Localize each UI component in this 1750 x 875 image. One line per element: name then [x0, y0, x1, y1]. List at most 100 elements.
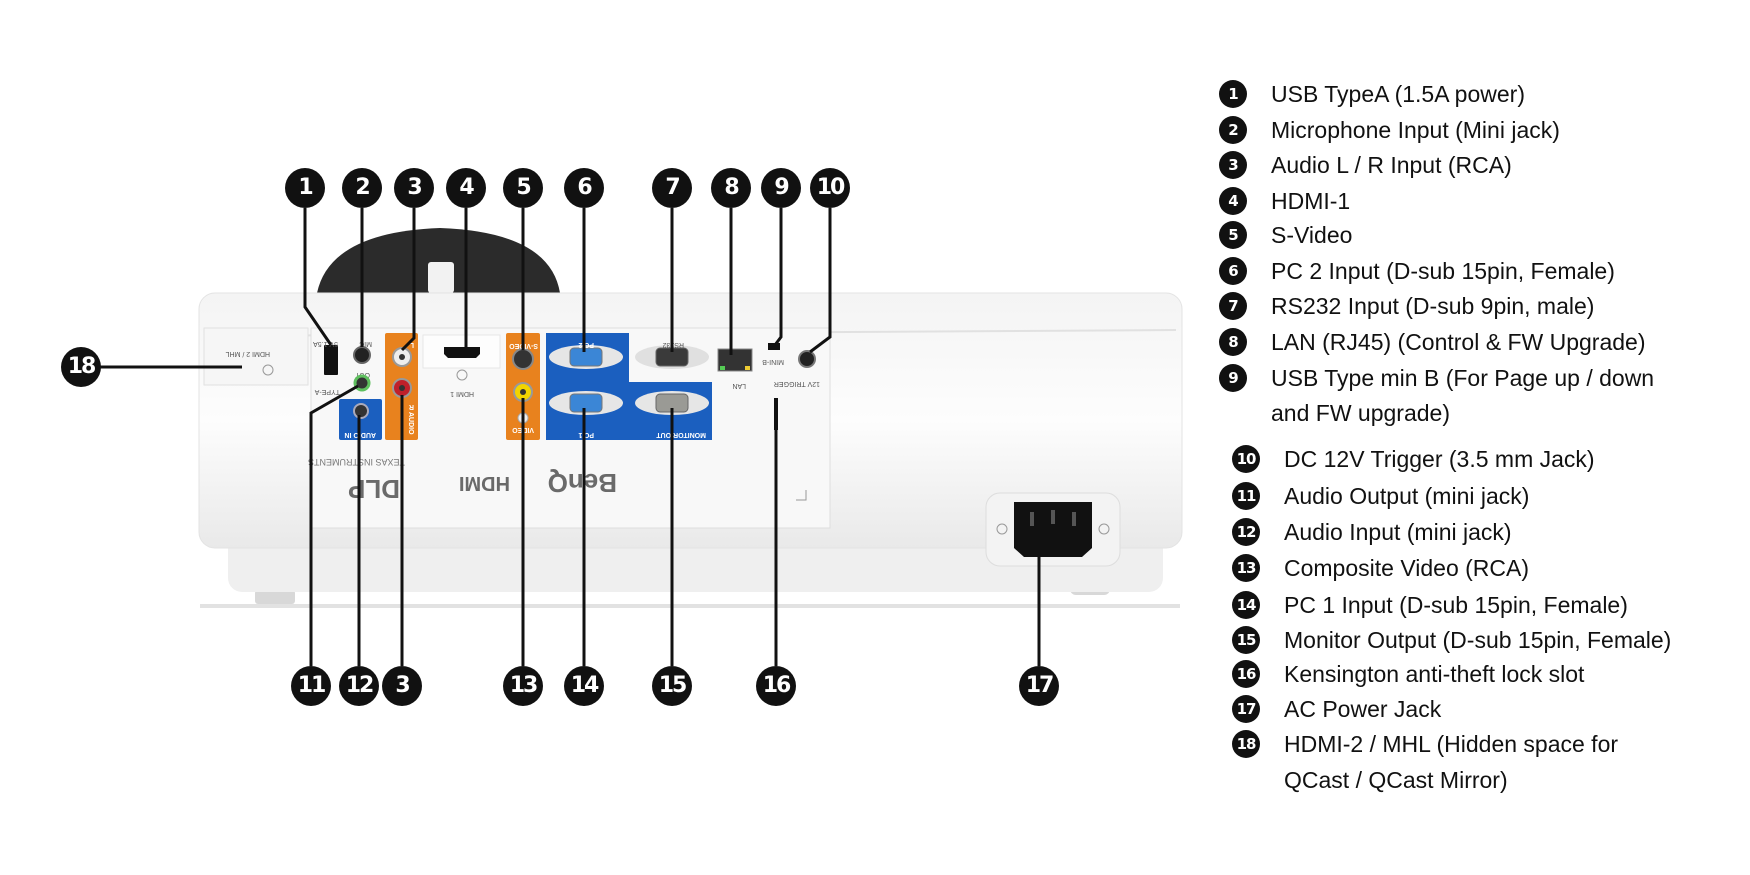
legend-item: 7 RS232 Input (D-sub 9pin, male) — [1219, 292, 1594, 320]
usb-mini-b-port — [768, 343, 780, 350]
legend-text-continued: QCast / QCast Mirror) — [1284, 767, 1508, 793]
legend-text: Microphone Input (Mini jack) — [1271, 116, 1560, 143]
legend-number-badge: 9 — [1219, 364, 1247, 392]
lan-port — [717, 348, 753, 372]
legend-number-badge: 15 — [1232, 626, 1260, 654]
legend-text: Audio Input (mini jack) — [1284, 518, 1512, 545]
legend-number-badge: 1 — [1219, 80, 1247, 108]
legend-item: 9 USB Type min B (For Page up / down — [1219, 364, 1654, 392]
mic-label: MIC — [359, 340, 372, 347]
legend-item: 16 Kensington anti-theft lock slot — [1232, 660, 1584, 688]
callout-badge: 7 — [652, 168, 692, 208]
legend-number-badge: 4 — [1219, 187, 1247, 215]
benq-logo: BenQ — [548, 468, 617, 498]
legend-item: 14 PC 1 Input (D-sub 15pin, Female) — [1232, 591, 1628, 619]
s-video-jack — [512, 348, 534, 370]
mic-jack — [353, 346, 371, 364]
rs232-port — [635, 345, 709, 369]
type-a-label: TYPE-A — [314, 388, 340, 395]
legend-text: USB Type min B (For Page up / down — [1271, 364, 1655, 391]
callout-badge: 1 — [285, 168, 325, 208]
trigger-label: 12V TRIGGER — [774, 380, 820, 387]
legend-number-badge: 13 — [1232, 554, 1260, 582]
legend-number-badge: 11 — [1232, 482, 1260, 510]
callout-badge: 5 — [503, 168, 543, 208]
legend-number-badge: 6 — [1219, 257, 1247, 285]
foot-left — [255, 590, 295, 604]
legend-text: Kensington anti-theft lock slot — [1284, 660, 1585, 687]
legend-item: 5 S-Video — [1219, 221, 1352, 249]
legend-item: 11 Audio Output (mini jack) — [1232, 482, 1529, 510]
legend-item: 18 HDMI-2 / MHL (Hidden space for — [1232, 730, 1618, 758]
audio-label: AUDIO — [407, 412, 414, 435]
hdmi1-label: HDMI 1 — [450, 390, 474, 397]
legend-text: Audio Output (mini jack) — [1284, 482, 1530, 509]
hdmi1-port — [444, 347, 480, 358]
hdmi2-hidden-bay — [203, 327, 309, 386]
legend-text: PC 2 Input (D-sub 15pin, Female) — [1271, 257, 1615, 284]
legend-item: 12 Audio Input (mini jack) — [1232, 518, 1512, 546]
legend-item: 4 HDMI-1 — [1219, 187, 1350, 215]
legend-text: PC 1 Input (D-sub 15pin, Female) — [1284, 591, 1628, 618]
legend-number-badge: 12 — [1232, 518, 1260, 546]
r-label: R — [409, 403, 414, 410]
legend-number-badge: 5 — [1219, 221, 1247, 249]
callout-badge: 10 — [810, 168, 850, 208]
trigger-jack — [798, 350, 816, 368]
callout-badge: 11 — [291, 666, 331, 706]
legend-number-badge: 14 — [1232, 591, 1260, 619]
lens-dome — [317, 228, 560, 293]
callout-badge: 18 — [61, 347, 101, 387]
kensington-slot — [774, 398, 778, 430]
legend-text: DC 12V Trigger (3.5 mm Jack) — [1284, 445, 1595, 472]
legend-number-badge: 3 — [1219, 151, 1247, 179]
legend-text: RS232 Input (D-sub 9pin, male) — [1271, 292, 1595, 319]
callout-badge: 15 — [652, 666, 692, 706]
callout-badge: 8 — [711, 168, 751, 208]
leader-lines — [100, 208, 1041, 666]
callout-badge: 12 — [339, 666, 379, 706]
legend-item: 1 USB TypeA (1.5A power) — [1219, 80, 1525, 108]
legend-number-badge: 7 — [1219, 292, 1247, 320]
audio-in-jack — [353, 403, 369, 419]
monitor-out-port — [635, 391, 709, 415]
callout-badge: 3 — [382, 666, 422, 706]
callout-badge: 4 — [446, 168, 486, 208]
legend-number-badge: 16 — [1232, 660, 1260, 688]
callout-badge: 17 — [1019, 666, 1059, 706]
pc1-port — [549, 391, 623, 415]
legend-number-badge: 17 — [1232, 695, 1260, 723]
callout-badge: 2 — [342, 168, 382, 208]
l-label: L — [409, 341, 414, 348]
audio-out-jack — [353, 374, 371, 392]
callout-badge: 9 — [761, 168, 801, 208]
lan-label: LAN — [732, 382, 746, 389]
mini-b-label: MINI-B — [762, 358, 784, 365]
dlp-logo: DLP — [348, 474, 400, 504]
usb-power-label: 5V 1.5A — [313, 340, 338, 347]
legend-text: Monitor Output (D-sub 15pin, Female) — [1284, 626, 1672, 653]
legend-item: 10 DC 12V Trigger (3.5 mm Jack) — [1232, 445, 1595, 473]
callout-badge: 13 — [503, 666, 543, 706]
out-label: OUT — [355, 371, 371, 378]
legend-item: 13 Composite Video (RCA) — [1232, 554, 1529, 582]
pc2-port — [549, 345, 623, 369]
callout-badge: 3 — [394, 168, 434, 208]
legend-text: USB TypeA (1.5A power) — [1271, 80, 1525, 107]
callout-badge: 16 — [756, 666, 796, 706]
legend-text: S-Video — [1271, 221, 1353, 248]
hdmi-logo: HDMI — [459, 472, 510, 494]
legend-text-continued: and FW upgrade) — [1271, 400, 1450, 426]
legend-text: Composite Video (RCA) — [1284, 554, 1530, 581]
monitor-out-label: MONITOR OUT — [656, 431, 706, 438]
legend-text: HDMI-2 / MHL (Hidden space for — [1284, 730, 1619, 757]
legend-number-badge: 18 — [1232, 730, 1260, 758]
legend-text: Audio L / R Input (RCA) — [1271, 151, 1512, 178]
legend-item: 3 Audio L / R Input (RCA) — [1219, 151, 1512, 179]
legend-number-badge: 10 — [1232, 445, 1260, 473]
legend-text: HDMI-1 — [1271, 187, 1351, 214]
